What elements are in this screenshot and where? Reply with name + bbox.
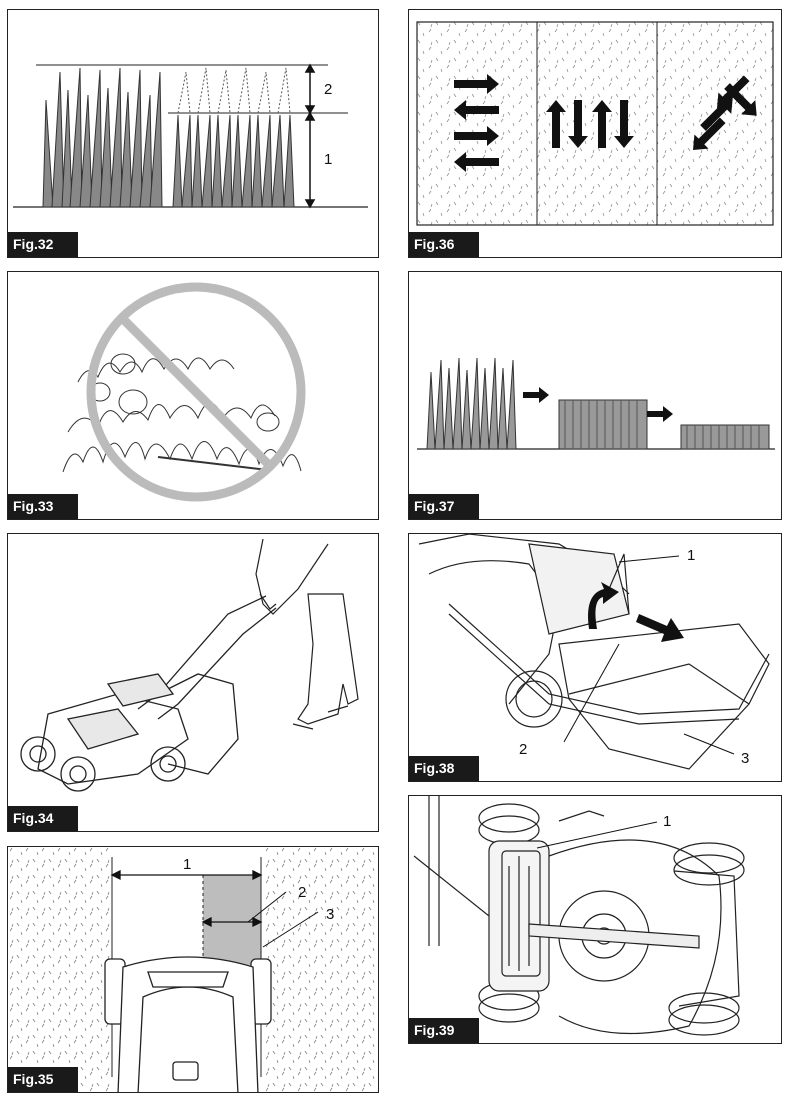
cut-grass <box>172 114 295 208</box>
prohibited-slash <box>118 314 274 470</box>
mower-rear <box>418 534 770 770</box>
figure-32: 2 1 Fig.32 <box>7 9 379 258</box>
grass-height-illustration: 2 1 <box>13 63 368 209</box>
mower-underside <box>413 796 745 1036</box>
progress-arrows <box>523 387 673 422</box>
vertical-arrows <box>546 100 634 148</box>
operator <box>255 538 359 730</box>
removed-grass-tips <box>177 67 291 114</box>
figure-39: 1 Fig.39 <box>408 795 782 1044</box>
figure-label: Fig.38 <box>409 756 479 781</box>
grass-box-removal-illustration: 1 2 3 <box>418 534 770 770</box>
figure-35: 1 2 3 Fig.35 <box>7 846 379 1093</box>
callout-leaders <box>247 891 319 948</box>
callout-1: 1 <box>663 813 671 830</box>
diagonal-arrows <box>693 75 757 150</box>
overlap-cutting-illustration: 1 2 3 <box>8 847 378 1092</box>
overlap-area <box>203 875 261 965</box>
motion-arrows <box>588 582 684 642</box>
figure-label: Fig.36 <box>409 232 479 257</box>
figure-label: Fig.35 <box>8 1067 78 1092</box>
figure-label: Fig.34 <box>8 806 78 831</box>
prohibited-circle <box>86 282 306 502</box>
height-arrows <box>304 63 316 209</box>
figure-38: 1 2 3 Fig.38 <box>408 533 782 782</box>
mower-underside-illustration: 1 <box>413 796 745 1036</box>
callout-leaders <box>563 555 735 755</box>
gradual-cutting-illustration <box>417 357 775 450</box>
callout-leader <box>536 821 658 849</box>
mowing-pattern-illustration <box>416 21 774 226</box>
horizontal-arrows <box>454 74 499 172</box>
figure-label: Fig.39 <box>409 1018 479 1043</box>
tall-grass <box>426 357 517 450</box>
figure-36: Fig.36 <box>408 9 782 258</box>
figure-37: Fig.37 <box>408 271 782 520</box>
rough-terrain-prohibited-illustration <box>62 282 306 502</box>
medium-grass <box>558 399 648 450</box>
mower-top-view <box>104 956 272 1092</box>
figure-33: Fig.33 <box>7 271 379 520</box>
figure-label: Fig.37 <box>409 494 479 519</box>
figure-34: Fig.34 <box>7 533 379 832</box>
operator-mowing-illustration <box>20 538 359 792</box>
callout-1: 1 <box>687 547 695 564</box>
callout-2: 2 <box>298 884 306 901</box>
tall-grass <box>42 67 163 208</box>
callout-2: 2 <box>324 81 332 98</box>
figure-label: Fig.32 <box>8 232 78 257</box>
figure-label: Fig.33 <box>8 494 78 519</box>
callout-1: 1 <box>324 151 332 168</box>
callout-2: 2 <box>519 741 527 758</box>
short-grass <box>680 424 770 450</box>
callout-3: 3 <box>741 750 749 767</box>
mower <box>20 595 277 792</box>
callout-1: 1 <box>183 856 191 873</box>
callout-3: 3 <box>326 906 334 923</box>
